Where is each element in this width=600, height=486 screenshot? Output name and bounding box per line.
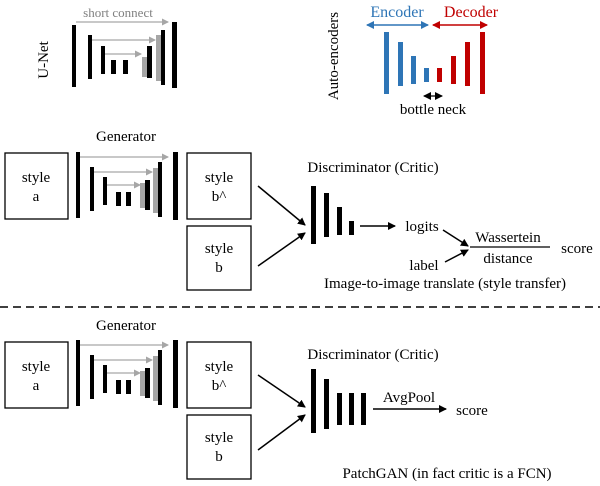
generator-bar [173,152,178,220]
generator2-bar [126,380,131,394]
generator-bar [90,167,94,211]
real-to-discriminator-arrow [257,232,306,267]
generator-bar [158,162,162,217]
generator-bar [126,192,131,206]
generated-style-line2-2: b^ [212,378,227,394]
unet-bar-grey [156,35,161,81]
logits-to-wasserstein-arrow [442,229,469,247]
unet-bar [123,60,128,74]
generator-bar [103,177,107,205]
generator2-bar-grey [153,356,158,401]
encoder-bar [384,32,389,94]
generator2-bar [76,340,80,406]
discriminator-bar [311,186,316,244]
patch-discriminator-bar [349,393,354,425]
generator-bar [76,152,80,218]
generator2-bar [145,368,150,398]
discriminator-title-2: Discriminator (Critic) [307,347,438,363]
generator-title: Generator [96,129,156,145]
patch-discriminator-bar [361,393,366,425]
generator-title-2: Generator [96,318,156,334]
generated-style-b-hat-box [186,152,252,220]
input-style-a-line2: a [33,189,40,205]
autoencoder-group: Auto-encoders Encoder Decoder bottle nec… [326,4,499,118]
real-style-line1: style [205,241,234,257]
input-style-a-line2-2: a [33,378,40,394]
decoder-bar [451,56,456,84]
autoencoder-label: Auto-encoders [326,12,342,100]
generator-bar-grey [153,168,158,213]
input-style-a-line1: style [22,170,51,186]
real-style-line1-2: style [205,430,234,446]
label-to-wasserstein-arrow [444,249,469,263]
discriminator-bar [349,221,354,235]
generator2-bar [90,355,94,399]
section2-group: Generator style a style b^ style b Discr… [4,318,552,482]
generator2-bar [158,350,162,405]
input-style-a-box [4,152,69,220]
fake-to-discriminator-arrow-2 [257,374,306,408]
section1-group: Generator style a style b^ style b Discr… [4,129,593,292]
real-style-b-box [186,225,252,291]
decoder-bar [480,32,485,94]
unet-group: U-Net short connect [36,5,177,88]
patch-discriminator-bar [324,379,329,429]
label-label: label [409,258,438,274]
generated-style-line2: b^ [212,189,227,205]
unet-bar [101,46,105,74]
score-label: score [561,241,593,257]
decoder-label: Decoder [444,4,499,21]
input-style-a-line1-2: style [22,359,51,375]
unet-bar [161,30,165,85]
decoder-bar [465,42,470,86]
section1-caption: Image-to-image translate (style transfer… [324,276,566,292]
real-style-line2: b [215,260,223,276]
avgpool-label: AvgPool [383,390,435,406]
logits-label: logits [405,219,439,235]
encoder-bar [424,68,429,82]
unet-bar [88,35,92,79]
real-to-discriminator-arrow-2 [257,414,306,451]
generated-style-b-hat-box-2 [186,341,252,409]
generator2-bar [103,365,107,393]
encoder-bar [411,56,416,84]
unet-bar [111,60,116,74]
generator2-bar-grey [140,371,145,396]
wasserstein-bottom: distance [483,251,532,267]
generator2-bar [173,340,178,408]
unet-label: U-Net [36,40,52,78]
decoder-bar [437,68,442,82]
generator2-bar [116,380,121,394]
score-label-2: score [456,403,488,419]
real-style-b-box-2 [186,414,252,480]
unet-bar-grey [142,57,147,77]
discriminator-title: Discriminator (Critic) [307,160,438,176]
discriminator-bar [324,193,329,237]
generator-bar [116,192,121,206]
discriminator-bar [337,207,342,235]
encoder-bar [398,42,403,86]
fake-to-discriminator-arrow [257,185,306,226]
generator-bar-grey [140,183,145,208]
short-connect-label: short connect [83,5,153,20]
unet-bar [72,25,76,87]
generated-style-line1-2: style [205,359,234,375]
unet-bar [147,46,152,78]
generator-bar [145,180,150,210]
real-style-line2-2: b [215,449,223,465]
encoder-label: Encoder [370,4,424,21]
section2-caption: PatchGAN (in fact critic is a FCN) [342,466,551,482]
generated-style-line1: style [205,170,234,186]
patch-discriminator-bar [311,369,316,433]
patch-discriminator-bar [337,393,342,425]
bottleneck-label: bottle neck [400,102,467,118]
input-style-a-box-2 [4,341,69,409]
unet-bar [172,22,177,88]
wasserstein-top: Wassertein [475,230,541,246]
